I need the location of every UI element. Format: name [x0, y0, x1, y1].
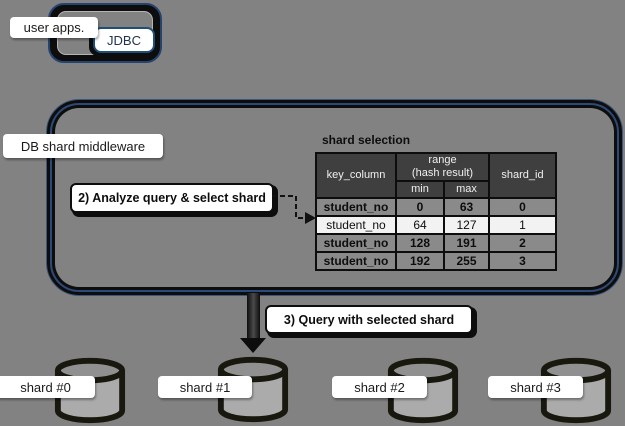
shard-2-label: shard #2 — [332, 376, 427, 398]
query-arrow-head — [240, 338, 266, 353]
table-row: student_no 128 191 2 — [315, 233, 557, 253]
table-row: student_no 0 63 0 — [315, 197, 557, 217]
cell-min: 0 — [395, 197, 445, 217]
table-row-selected: student_no 64 127 1 — [315, 215, 557, 235]
cell-key: student_no — [315, 215, 397, 235]
db-shard-middleware-frame — [47, 100, 622, 295]
cell-key: student_no — [315, 197, 397, 217]
shard-3-label: shard #3 — [488, 376, 583, 398]
cell-shard-id: 1 — [488, 215, 557, 235]
cell-shard-id: 2 — [488, 233, 557, 253]
cell-key: student_no — [315, 233, 397, 253]
table-row: student_no 192 255 3 — [315, 251, 557, 271]
shard-selection-table: key_column range (hash result) shard_id … — [315, 152, 557, 271]
shard-selection-title: shard selection — [322, 133, 411, 147]
cell-max: 255 — [443, 251, 490, 271]
cell-max: 191 — [443, 233, 490, 253]
header-max: max — [443, 180, 490, 199]
cell-shard-id: 3 — [488, 251, 557, 271]
cell-min: 128 — [395, 233, 445, 253]
step-3-query-box: 3) Query with selected shard — [265, 305, 473, 334]
header-shard-id: shard_id — [488, 152, 557, 199]
header-key-column: key_column — [315, 152, 397, 199]
cell-key: student_no — [315, 251, 397, 271]
cell-shard-id: 0 — [488, 197, 557, 217]
header-range: range (hash result) — [395, 152, 490, 182]
cell-min: 192 — [395, 251, 445, 271]
cell-min: 64 — [395, 215, 445, 235]
step-2-analyze-box: 2) Analyze query & select shard — [70, 183, 274, 213]
query-arrow-shaft — [247, 293, 260, 340]
header-min: min — [395, 180, 445, 199]
cell-max: 63 — [443, 197, 490, 217]
user-apps-label: user apps. — [10, 17, 98, 38]
cell-max: 127 — [443, 215, 490, 235]
db-shard-middleware-label: DB shard middleware — [3, 134, 163, 158]
shard-1-label: shard #1 — [158, 376, 252, 398]
dashed-connector-arrow — [272, 195, 316, 224]
jdbc-box: JDBC — [93, 27, 155, 53]
shard-0-label: shard #0 — [0, 376, 95, 398]
